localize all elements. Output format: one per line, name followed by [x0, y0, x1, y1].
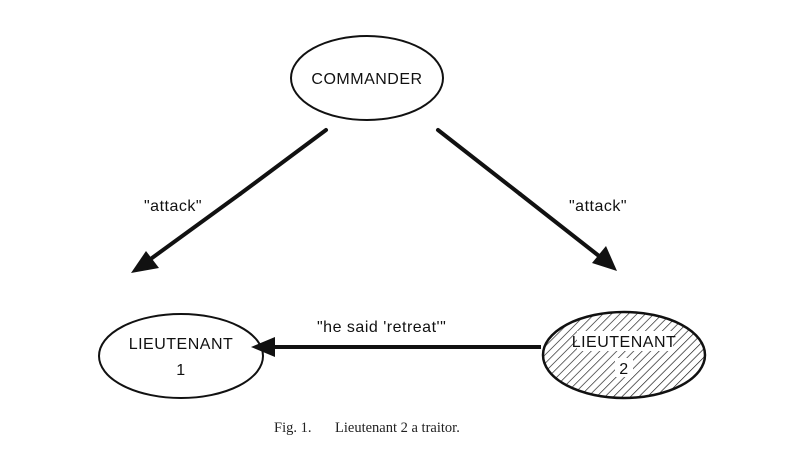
lieutenant-2-number-background [615, 358, 633, 377]
arrow-shaft-commander-to-lieutenant-2-lower [518, 192, 601, 258]
arrowhead-commander-to-lieutenant-1 [131, 251, 159, 273]
commander-node: COMMANDER [290, 35, 444, 121]
edge-label-commander-to-lieutenant-2: "attack" [569, 198, 627, 215]
commander-label: COMMANDER [311, 71, 422, 88]
lieutenant-2-node: LIEUTENANT 2 [541, 310, 707, 400]
edge-label-commander-to-lieutenant-1: "attack" [144, 198, 202, 215]
lieutenant-2-label-line1: LIEUTENANT [572, 334, 677, 351]
commander-ellipse [290, 35, 444, 121]
arrowhead-commander-to-lieutenant-2 [592, 246, 617, 271]
caption-text: Lieutenant 2 a traitor. [335, 420, 460, 436]
figure-caption: Fig. 1. Lieutenant 2 a traitor. [274, 420, 460, 436]
edge-lieutenant-2-to-lieutenant-1: "he said 'retreat'" [251, 319, 541, 357]
edge-commander-to-lieutenant-1: "attack" [131, 128, 328, 273]
lieutenant-2-label-background [577, 331, 673, 351]
arrow-shaft-commander-to-lieutenant-1 [238, 128, 328, 196]
lieutenant-1-node: LIEUTENANT 1 [98, 313, 264, 399]
lieutenant-1-ellipse [98, 313, 264, 399]
caption-prefix: Fig. 1. [274, 420, 311, 436]
arrow-shaft-commander-to-lieutenant-1-lower [150, 192, 242, 260]
lieutenant-1-label-line2: 1 [176, 362, 185, 379]
edge-commander-to-lieutenant-2: "attack" [436, 128, 627, 271]
edge-label-lieutenant-2-to-lieutenant-1: "he said 'retreat'" [317, 319, 446, 336]
lieutenant-1-label-line1: LIEUTENANT [129, 336, 234, 353]
arrow-shaft-commander-to-lieutenant-2 [436, 128, 522, 196]
lieutenant-2-label-line2: 2 [619, 361, 628, 378]
arrowhead-lieutenant-2-to-lieutenant-1 [251, 337, 275, 357]
lieutenant-2-ellipse-hatched [541, 310, 707, 400]
